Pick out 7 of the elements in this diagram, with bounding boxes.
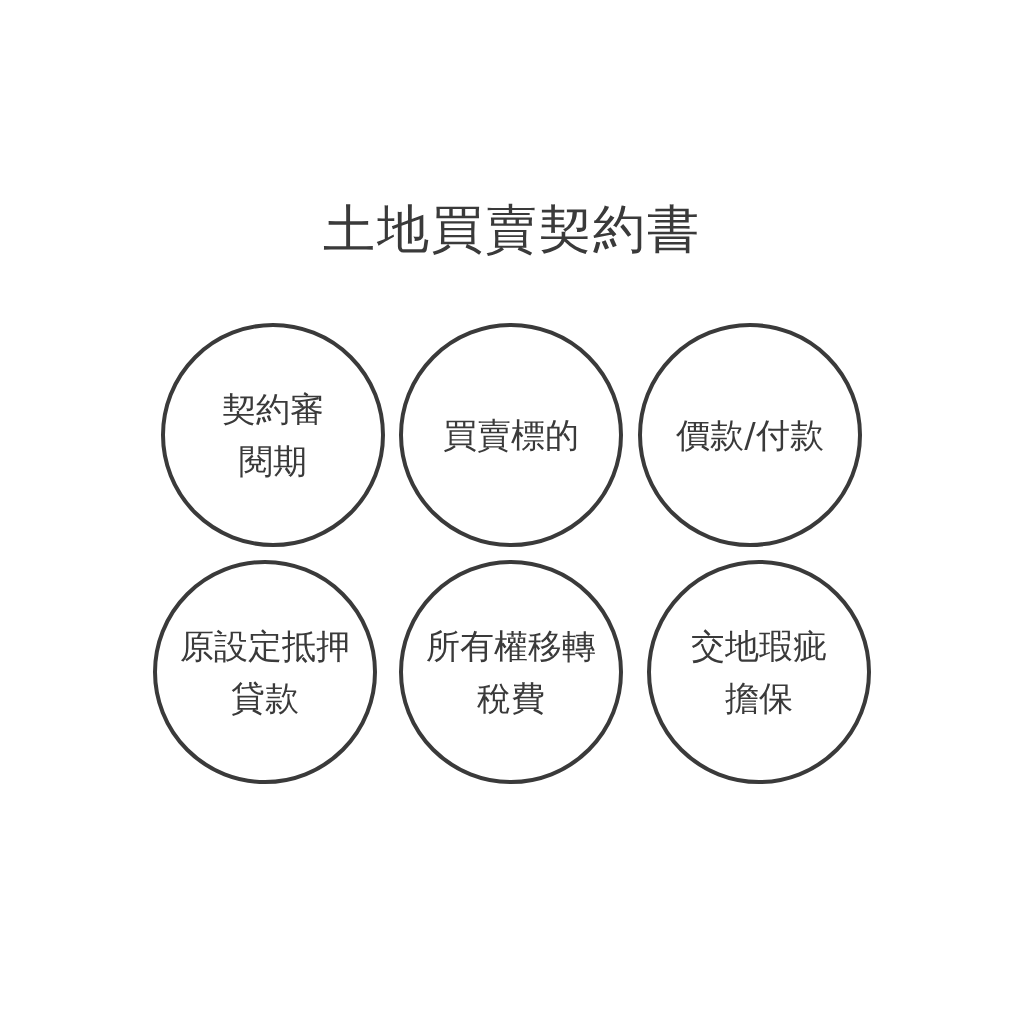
- topic-label: 契約審閱期: [221, 388, 325, 483]
- title: 土地買賣契約書: [322, 198, 702, 261]
- topic-label: 交地瑕疵擔保: [690, 625, 828, 720]
- topic-label: 價款/付款: [676, 414, 824, 457]
- topic-label: 原設定抵押貸款: [179, 625, 351, 720]
- topic-label: 所有權移轉稅費: [425, 625, 597, 720]
- topic-label: 買賣標的: [443, 414, 579, 457]
